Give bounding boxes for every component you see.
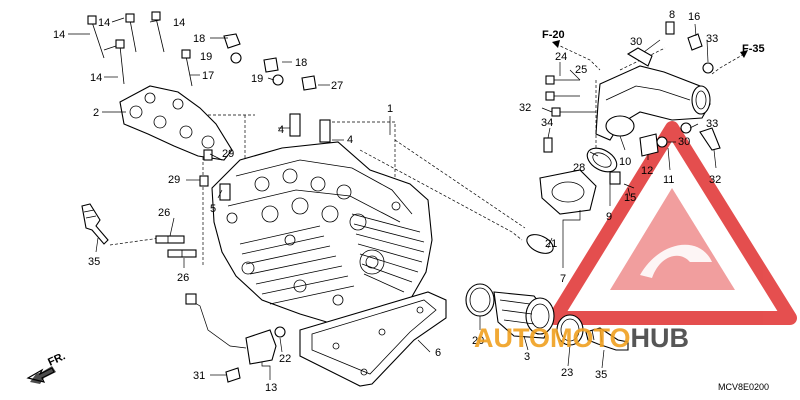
- callout-20: 20: [472, 335, 484, 347]
- callout-15: 15: [624, 192, 636, 204]
- callout-6: 6: [435, 347, 441, 359]
- callout-19: 19: [251, 73, 263, 85]
- seals: [526, 147, 635, 254]
- callout-9: 9: [606, 211, 612, 223]
- front-marker-label: FR.: [46, 350, 67, 368]
- valve-ports: [226, 168, 401, 306]
- callout-23: 23: [561, 367, 573, 379]
- callout-31: 31: [193, 370, 205, 382]
- spark-plug-right: [585, 327, 629, 351]
- callout-12: 12: [641, 165, 653, 177]
- callout-32: 32: [709, 174, 721, 186]
- callout-14: 14: [173, 17, 185, 29]
- callout-labels: 14 14 14 14 2 18 19 17 18 19 27 1 4 4 29…: [53, 9, 721, 394]
- callout-35: 35: [595, 369, 607, 381]
- callout-14: 14: [98, 17, 110, 29]
- callout-1: 1: [387, 103, 393, 115]
- callout-2: 2: [93, 107, 99, 119]
- callout-28: 28: [573, 162, 585, 174]
- watermark-text: AUTOMOTOHUB: [474, 323, 689, 353]
- diagram-code: MCV8E0200: [718, 382, 769, 392]
- callout-30: 30: [630, 36, 642, 48]
- callout-10: 10: [619, 156, 631, 168]
- callout-18: 18: [295, 57, 307, 69]
- front-arrow-icon: [26, 366, 56, 384]
- reference-f35: F-35: [742, 43, 765, 55]
- head-gasket: [299, 291, 447, 387]
- callout-14: 14: [90, 72, 102, 84]
- small-parts: [199, 33, 331, 201]
- svg-text:AUTOMOTOHUB: AUTOMOTOHUB: [474, 323, 689, 353]
- watermark-hub: HUB: [631, 323, 690, 353]
- cooling-fins: [239, 213, 425, 305]
- callout-33: 33: [706, 33, 718, 45]
- callout-3: 3: [524, 351, 530, 363]
- reference-f20: F-20: [542, 29, 565, 41]
- dowel-pins: [155, 235, 197, 258]
- callout-33: 33: [706, 118, 718, 130]
- callout-35: 35: [88, 256, 100, 268]
- spark-plug-left: [81, 203, 109, 245]
- inlet-assembly: [543, 21, 721, 157]
- cylinder-head: [211, 141, 433, 327]
- callout-19: 19: [200, 51, 212, 63]
- watermark-auto: AUTO: [474, 323, 550, 353]
- callout-4: 4: [278, 124, 284, 136]
- callout-14: 14: [53, 29, 65, 41]
- stud-bolts: [87, 11, 193, 87]
- callout-24: 24: [555, 51, 567, 63]
- callout-25: 25: [575, 64, 587, 76]
- callout-18: 18: [193, 33, 205, 45]
- reference-arrows: [552, 40, 748, 75]
- callout-16: 16: [688, 11, 700, 23]
- callout-27: 27: [331, 80, 343, 92]
- leader-lines: [68, 17, 717, 380]
- callout-7: 7: [560, 273, 566, 285]
- callout-13: 13: [265, 382, 277, 394]
- callout-34: 34: [541, 117, 553, 129]
- callout-11: 11: [663, 174, 674, 186]
- callout-22: 22: [279, 353, 291, 365]
- callout-32: 32: [519, 102, 531, 114]
- callout-29: 29: [168, 174, 180, 186]
- callout-26: 26: [177, 272, 189, 284]
- callout-21: 21: [545, 238, 557, 250]
- callout-8: 8: [669, 9, 675, 21]
- callout-29: 29: [222, 148, 234, 160]
- callout-30: 30: [678, 136, 690, 148]
- rocker-arm-holder: [119, 85, 233, 161]
- callout-4: 4: [347, 134, 353, 146]
- sensor-harness: [185, 293, 286, 383]
- callout-5: 5: [210, 203, 216, 215]
- guide-lines: [109, 47, 666, 265]
- callout-26: 26: [158, 207, 170, 219]
- insulator-and-rings: [465, 283, 584, 346]
- watermark-moto: MOTO: [550, 323, 631, 353]
- watermark-triangle: [548, 121, 797, 325]
- callout-17: 17: [202, 70, 214, 82]
